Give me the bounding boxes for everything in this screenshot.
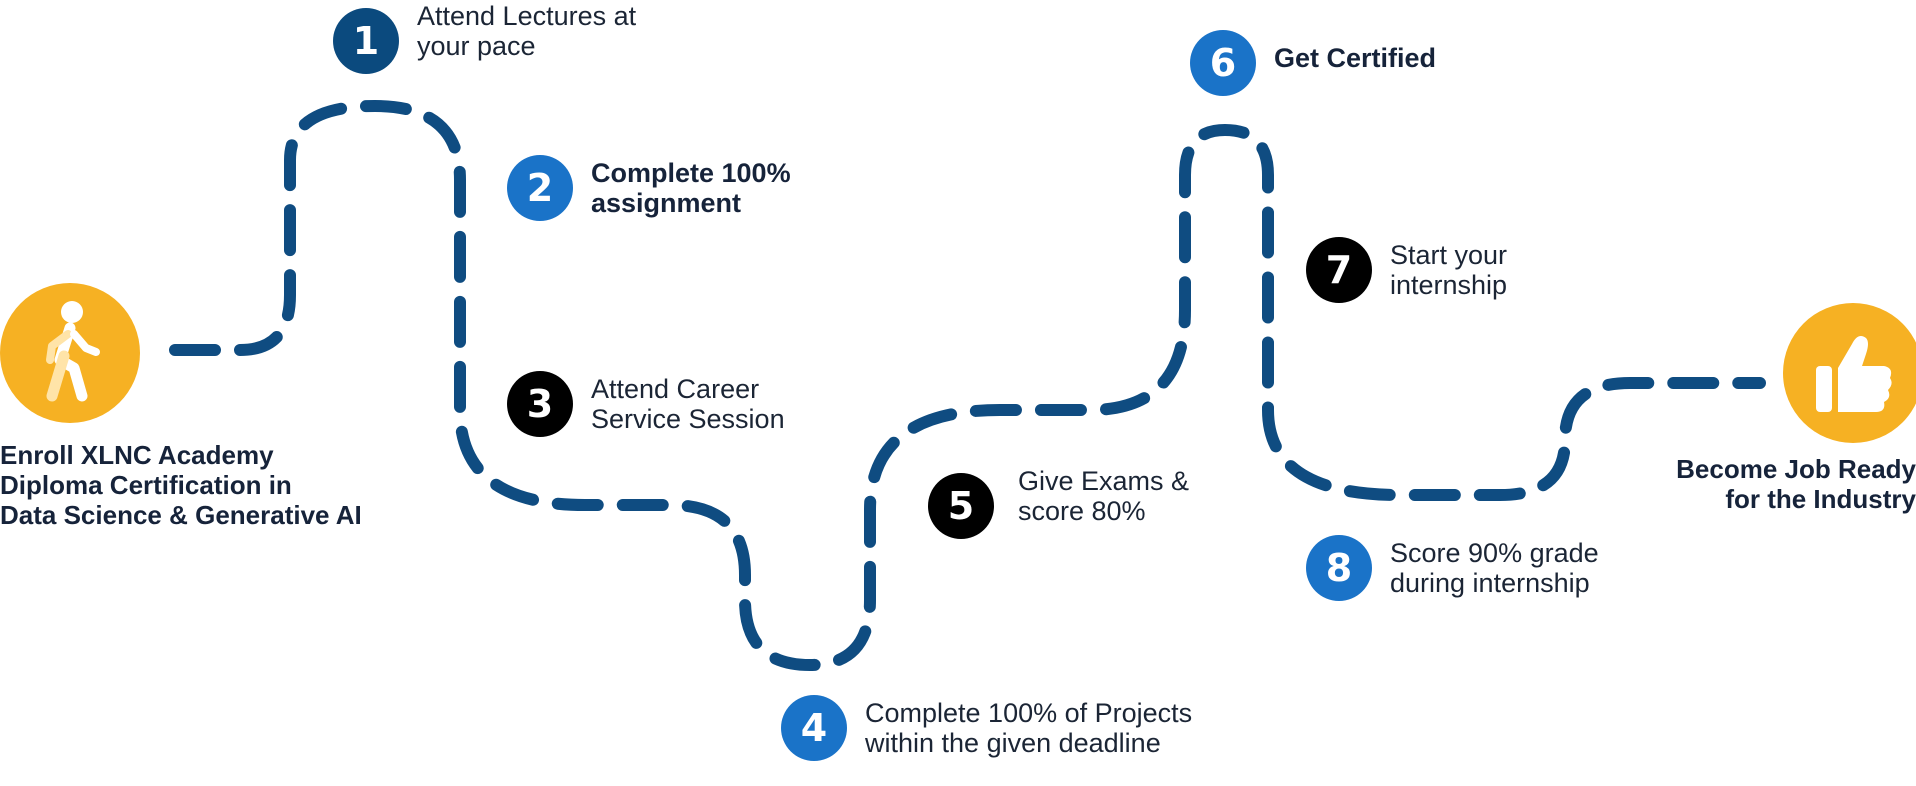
start-label: Enroll XLNC Academy Diploma Certificatio… [0,440,362,530]
step-6-badge: 6 [1190,30,1256,96]
step-1-badge: 1 [333,8,399,74]
step-8-text: Score 90% grade during internship [1390,538,1599,598]
step-7: 7 Start your internship [1306,237,1507,303]
thumbs-up-icon [1816,336,1892,412]
step-5-text: Give Exams & score 80% [1018,466,1190,526]
step-4: 4 Complete 100% of Projects within the g… [781,695,1192,761]
step-2-badge: 2 [507,155,573,221]
step-1: 1 Attend Lectures at your pace [333,1,636,74]
step-8: 8 Score 90% grade during internship [1306,535,1599,601]
step-3-badge: 3 [507,371,573,437]
step-2: 2 Complete 100% assignment [507,155,791,221]
step-4-text: Complete 100% of Projects within the giv… [865,698,1193,758]
step-2-text: Complete 100% assignment [591,158,791,218]
step-6-text: Get Certified [1274,43,1437,73]
end-label: Become Job Ready for the Industry [1676,454,1916,514]
step-6: 6 Get Certified [1190,30,1436,96]
step-3-text: Attend Career Service Session [591,374,785,434]
end-icon-circle [1783,303,1916,443]
step-7-badge: 7 [1306,237,1372,303]
dashed-road-line [169,99,1766,672]
start-icon-circle [0,283,140,423]
step-8-badge: 8 [1306,535,1372,601]
step-3: 3 Attend Career Service Session [507,371,785,437]
step-5-badge: 5 [928,473,994,539]
step-7-text: Start your internship [1390,240,1508,300]
step-4-badge: 4 [781,695,847,761]
walking-person-icon [46,301,100,402]
step-5: 5 Give Exams & score 80% [928,466,1189,539]
step-1-text: Attend Lectures at your pace [417,1,637,61]
